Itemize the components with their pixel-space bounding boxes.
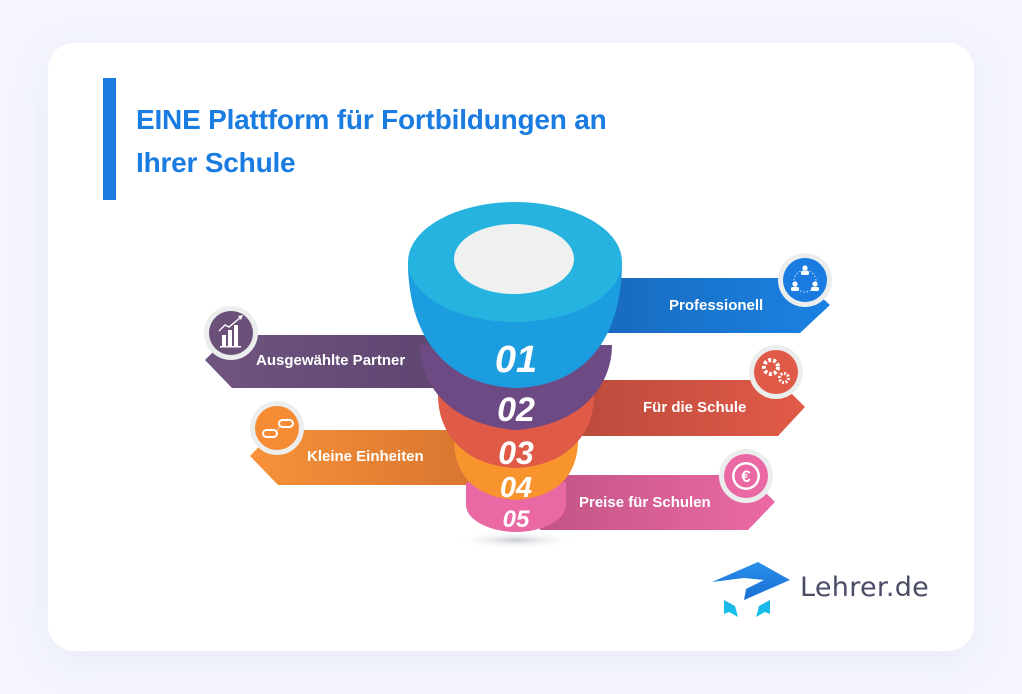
layer-number-04: 04 xyxy=(499,472,533,504)
item-label-fuer-die-schule: Für die Schule xyxy=(643,399,747,416)
title-accent-bar xyxy=(103,78,116,200)
title-line-2: Ihrer Schule xyxy=(136,147,296,178)
item-label-preise-fuer-schulen: Preise für Schulen xyxy=(579,494,711,511)
team-network-icon xyxy=(778,253,832,307)
item-label-professionell: Professionell xyxy=(669,297,764,314)
logo-text: Lehrer.de xyxy=(800,572,930,603)
gears-icon xyxy=(749,345,803,399)
chain-link-icon xyxy=(250,401,304,455)
item-label-ausgewaehlte-partner: Ausgewählte Partner xyxy=(256,352,406,369)
svg-text:€: € xyxy=(741,467,751,486)
page-title: EINE Plattform für Fortbildungen an Ihre… xyxy=(136,98,736,184)
ribbon-ausgewaehlte-partner xyxy=(205,335,470,388)
ribbon-professionell xyxy=(560,278,830,333)
ribbon-preise-fuer-schulen xyxy=(540,475,775,530)
growth-chart-icon xyxy=(204,306,258,360)
funnel-shadow xyxy=(454,531,578,549)
title-line-1: EINE Plattform für Fortbildungen an xyxy=(136,104,607,135)
layer-number-02: 02 xyxy=(497,391,535,429)
ribbon-kleine-einheiten xyxy=(250,430,480,485)
item-label-kleine-einheiten: Kleine Einheiten xyxy=(307,448,424,465)
euro-icon: € xyxy=(719,449,773,503)
layer-number-03: 03 xyxy=(498,435,534,471)
graduation-cap-icon xyxy=(712,562,790,617)
funnel-layer-01 xyxy=(408,202,622,388)
ribbon-fuer-die-schule xyxy=(560,380,805,436)
layer-number-05: 05 xyxy=(502,506,530,533)
layer-number-01: 01 xyxy=(494,339,538,381)
